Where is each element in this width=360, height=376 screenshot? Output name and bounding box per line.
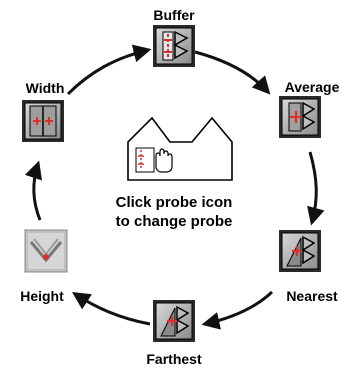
center-caption-line1: Click probe icon (116, 194, 233, 211)
center-illustration (127, 116, 233, 181)
hand-cursor-icon (155, 148, 173, 173)
arrow-buffer-to-average (194, 50, 271, 95)
arrow-height-to-width (24, 160, 42, 221)
center-caption-line2: to change probe (116, 213, 233, 230)
probe-height-label: Height (20, 288, 64, 304)
probe-nearest-icon[interactable] (279, 230, 321, 272)
probe-average-label: Average (285, 79, 340, 95)
arrow-width-to-buffer (66, 44, 152, 96)
probe-width-icon[interactable] (22, 100, 64, 142)
center-probe-icon (135, 147, 155, 173)
probe-nearest-label: Nearest (286, 288, 338, 304)
arrow-average-to-nearest (307, 151, 325, 226)
probe-farthest-icon[interactable] (153, 300, 195, 342)
probe-buffer-icon[interactable] (153, 25, 195, 67)
arrow-farthest-to-height (71, 292, 151, 326)
probe-buffer-label: Buffer (153, 7, 195, 23)
probe-average-icon[interactable] (279, 96, 321, 138)
probe-height-icon[interactable] (24, 229, 68, 273)
probe-width-label: Width (26, 80, 65, 96)
cycle-arrows (24, 44, 325, 330)
arrow-nearest-to-farthest (201, 290, 274, 330)
probe-farthest-label: Farthest (146, 351, 202, 367)
